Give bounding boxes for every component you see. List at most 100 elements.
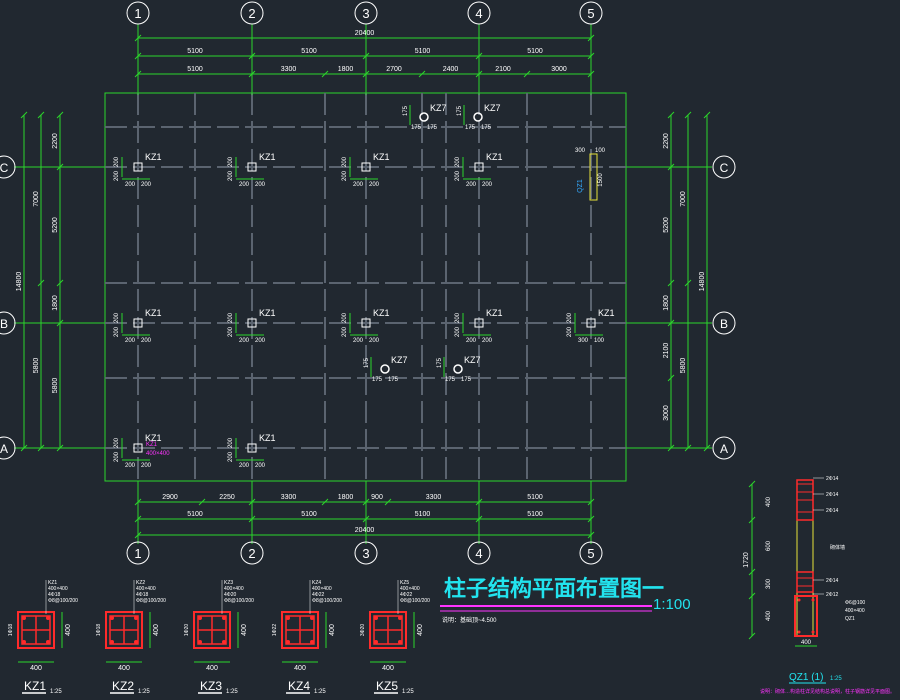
column-offset-text: 200 [567,312,573,323]
section-note-text: 4Φ22 [312,592,325,598]
dim-top-total-tick [587,34,595,42]
qz-section-note: QZ1 [845,616,855,622]
column-kz1 [361,162,371,172]
column-offset-text: 200 [466,338,477,344]
dim-bottom-span-tick [134,515,142,523]
dim-right-detail-text: 2100 [663,343,670,359]
dim-left-span-tick [37,279,45,287]
column-offset-text: 200 [342,156,348,167]
dim-bottom-span-text: 5100 [187,511,203,518]
dim-right-detail-text: 3000 [663,405,670,421]
qz-side-note: 砌体墙 [830,544,845,551]
grid-lines [14,24,712,544]
axis-bubble-column [579,1,603,25]
section-width-text: 400 [118,665,130,672]
qz-column [589,153,598,201]
axis-label-column: 5 [587,546,594,561]
column-offset-text: 200 [114,156,120,167]
column-offset-text: 200 [455,326,461,337]
section-width-text: 400 [206,665,218,672]
column-offset-text: 200 [141,463,152,469]
dim-bottom-detail-text: 3300 [426,494,442,501]
qz-detail: 17204006003004002Φ142Φ142Φ142Φ142Φ12砌体墙Φ… [743,476,895,695]
dim-top-detail-tick [321,70,329,78]
dim-bottom-total-tick [587,531,595,539]
dim-right-detail-tick [667,163,675,171]
column-offset-text: 175 [465,125,476,131]
column-kz7 [473,112,483,122]
section-rebar-dot [398,640,402,644]
section-width-text: 400 [382,665,394,672]
qz-dim-text: 100 [595,148,606,154]
qz-segment-text: 400 [766,610,772,621]
dim-right-detail-text: 5200 [663,217,670,233]
dim-top-span-text: 5100 [527,48,543,55]
section-rebar-dot [286,640,290,644]
dim-right-detail-text: 1800 [663,295,670,311]
section-rebar-dot [222,640,226,644]
column-offset-text: 175 [388,377,399,383]
axis-label-row: B [720,317,728,331]
column-offset-text: 200 [239,463,250,469]
dim-bottom-total-text: 20400 [355,527,375,534]
qz-rebar-dot [811,598,815,602]
qz-dim-tick [748,516,756,524]
qz-height-total: 1720 [743,552,750,568]
dim-left-detail-tick [56,444,64,452]
axis-bubble-row [712,155,736,179]
section-scale: 1:25 [50,689,62,695]
axis-bubble-row [0,155,16,179]
dim-top-detail-text: 5100 [187,66,203,73]
axis-label-column: 1 [134,6,141,21]
column-kz1 [133,318,143,328]
column-offset-text: 200 [228,437,234,448]
column-kz7 [453,364,463,374]
dim-left-total-tick [20,111,28,119]
dim-right-total-tick [703,444,711,452]
qz-segment-text: 400 [766,496,772,507]
dim-bottom-detail-tick [475,498,483,506]
qz-dim-tick [748,632,756,640]
column-kz1-label: KZ1 [373,308,390,318]
column-offset-text: 175 [364,357,370,368]
dim-right-detail-tick [667,444,675,452]
dim-top-detail-text: 1800 [338,66,354,73]
column-offset-text: 200 [353,338,364,344]
section-rebar-dot [310,616,314,620]
section-rebar-text: 1Φ20 [184,624,190,637]
drawing-scale: 1:100 [653,596,691,613]
section-note-text: 400×400 [136,586,156,592]
qz-segment-text: 300 [766,578,772,589]
axis-label-column: 5 [587,6,594,21]
qz-section-note: 400×400 [845,608,865,614]
column-offset-text: 200 [369,338,380,344]
section-scale: 1:25 [226,689,238,695]
section-note-text: KZ1 [48,580,57,586]
column-offset-text: 200 [482,338,493,344]
section-outline [369,611,407,649]
dim-bottom-detail-tick [134,498,142,506]
axis-label-column: 4 [475,546,482,561]
column-offset-text: 175 [403,105,409,116]
kz1-magenta-note: 400×400 [146,451,170,457]
dim-left-detail-tick [56,111,64,119]
section-rebar-text: 1Φ22 [272,624,278,637]
column-kz1 [247,318,257,328]
section-rebar-dot [374,616,378,620]
section-note-text: 4Φ20 [224,592,237,598]
column-offset-text: 200 [466,182,477,188]
dim-bottom-detail-text: 900 [371,494,383,501]
section-rebar-dot [110,640,114,644]
dim-bottom-detail-tick [248,498,256,506]
qz-section-note: Φ6@100 [845,600,865,606]
dim-top-total-tick [134,34,142,42]
dim-right-span-tick [684,111,692,119]
section-rebar-dot [374,640,378,644]
dim-bottom-span-tick [587,515,595,523]
section-note-text: KZ4 [312,580,321,586]
dim-left-total-text: 14800 [16,272,23,292]
dim-bottom-detail-text: 3300 [281,494,297,501]
dim-left-detail-text: 1800 [52,295,59,311]
